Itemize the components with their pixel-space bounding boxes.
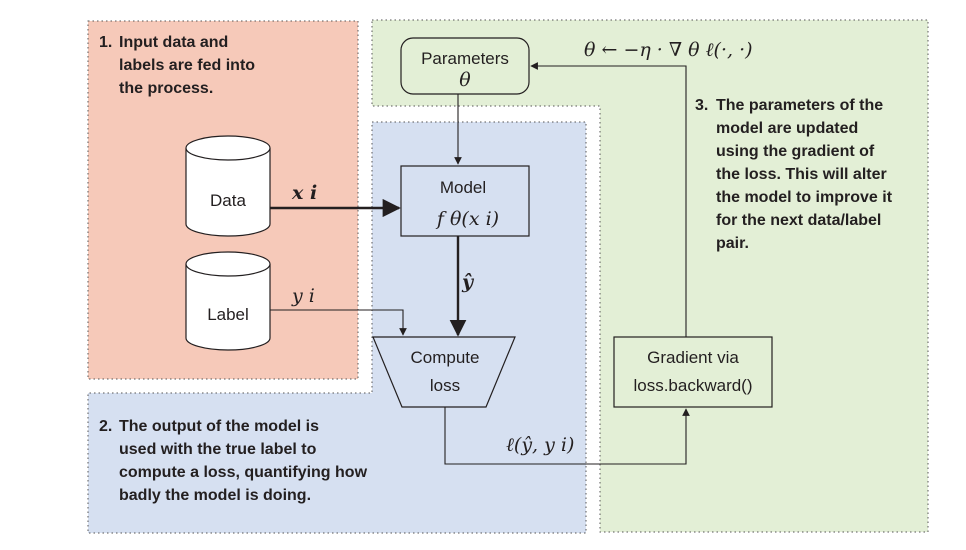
note-3: 3. The parameters of the model are updat… <box>695 97 896 252</box>
model-node: Model f θ(x i) <box>400 165 530 237</box>
model-title: Model <box>440 178 486 197</box>
gradient-line1: Gradient via <box>647 348 739 367</box>
parameters-node: Parameters θ <box>400 37 530 95</box>
edge-label-yi: y i <box>291 285 315 307</box>
gradient-line2: loss.backward() <box>633 376 752 395</box>
compute-loss-node: Compute loss <box>372 336 516 408</box>
region-update <box>371 19 929 533</box>
edge-label-yhat: ŷ <box>461 271 475 293</box>
edge-label-xi: x i <box>291 182 317 204</box>
label-cylinder: Label <box>185 251 271 351</box>
arrow-label-to-loss <box>270 309 407 336</box>
data-label: Data <box>210 191 246 210</box>
edge-label-loss: ℓ(ŷ, y i) <box>506 434 574 456</box>
arrow-gradient-to-params <box>530 62 687 337</box>
label-label: Label <box>207 305 249 324</box>
data-cylinder: Data <box>185 135 271 237</box>
parameters-symbol: θ <box>459 69 471 91</box>
model-formula: f θ(x i) <box>435 208 499 230</box>
arrow-loss-to-gradient <box>444 407 690 465</box>
gradient-node: Gradient via loss.backward() <box>613 336 773 408</box>
edge-label-update: θ ← −η · ∇ θ ℓ(·, ·) <box>584 39 753 61</box>
note-1: 1. Input data and labels are fed into th… <box>99 34 260 97</box>
compute-loss-line2: loss <box>430 376 460 395</box>
compute-loss-line1: Compute <box>411 348 480 367</box>
parameters-title: Parameters <box>421 49 509 68</box>
note-2: 2. The output of the model is used with … <box>99 418 371 504</box>
